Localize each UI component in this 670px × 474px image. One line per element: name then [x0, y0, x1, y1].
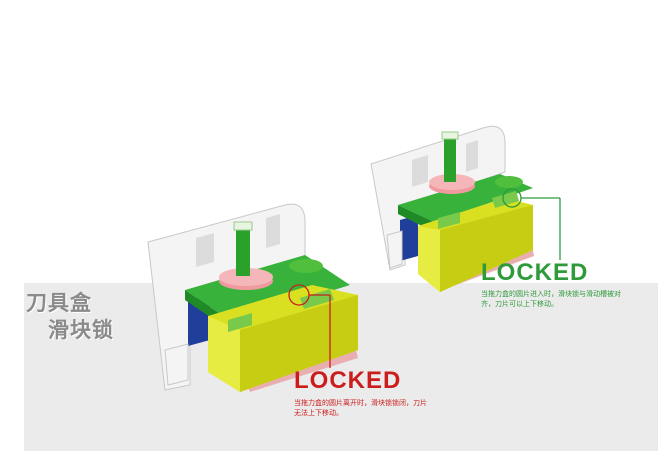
right-locked-label: LOCKED	[481, 259, 588, 287]
left-caption-line-1: 当拖力盒的圆片离开时，滑块锁锁闭，刀片	[294, 398, 464, 408]
heading-line-1: 刀具盒	[26, 287, 92, 317]
right-caption: 当拖力盒的圆片进入时，滑块锁与滑动槽被对 齐，刀片可以上下移动。	[481, 289, 661, 309]
left-locked-label: LOCKED	[294, 367, 401, 395]
right-caption-line-2: 齐，刀片可以上下移动。	[481, 299, 661, 309]
left-caption: 当拖力盒的圆片离开时，滑块锁锁闭，刀片 无法上下移动。	[294, 398, 464, 418]
right-caption-line-1: 当拖力盒的圆片进入时，滑块锁与滑动槽被对	[481, 289, 661, 299]
heading-line-2: 滑块锁	[48, 314, 114, 344]
left-caption-line-2: 无法上下移动。	[294, 408, 464, 418]
